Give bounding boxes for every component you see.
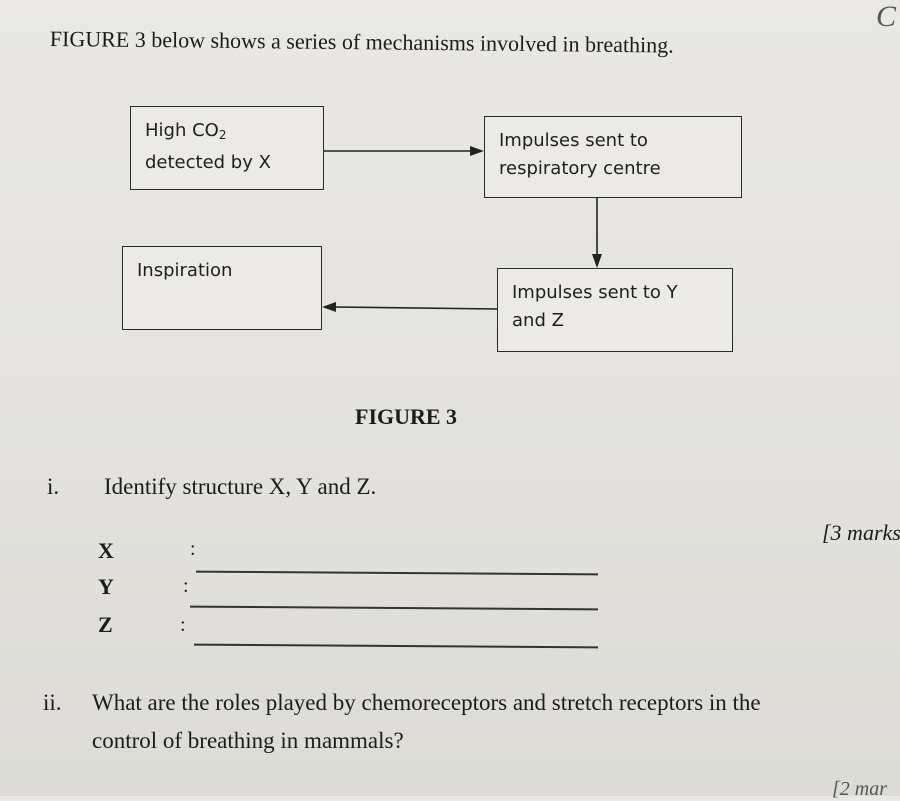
box-impulses-y-z-line2: and Z (512, 310, 564, 331)
arrow-head-down (592, 254, 602, 268)
answer-y-field[interactable] (189, 605, 599, 610)
question-i-text: Identify structure X, Y and Z. (104, 474, 377, 499)
arrow-to-inspiration (333, 306, 498, 310)
box-respiratory-centre-line1: Impulses sent to (499, 130, 648, 151)
question-ii-line2: control of breathing in mammals? (92, 728, 404, 753)
answer-x-colon: : (190, 538, 196, 560)
question-i-number: i. (47, 474, 60, 499)
corner-mark: C (875, 0, 896, 33)
box-inspiration-line1: Inspiration (137, 260, 233, 281)
answer-y-label: Y (98, 574, 114, 599)
box-high-co2-line2: detected by X (145, 152, 271, 173)
arrow-head-right (470, 146, 484, 156)
box-impulses-y-z-line1: Impulses sent to Y (512, 282, 678, 303)
question-ii-number: ii. (43, 690, 62, 715)
figure-caption: FIGURE 3 (355, 404, 458, 429)
box-respiratory-centre: Impulses sent to respiratory centre (484, 116, 742, 198)
answer-z-label: Z (98, 612, 113, 637)
box-respiratory-centre-line2: respiratory centre (499, 158, 661, 179)
answer-z-colon: : (180, 614, 186, 636)
arrow-head-left (322, 302, 336, 312)
arrow-connectors (322, 146, 602, 312)
answer-x-field[interactable] (195, 570, 599, 575)
answer-x-label: X (98, 538, 114, 563)
box-impulses-y-z: Impulses sent to Y and Z (497, 268, 733, 352)
box-inspiration: Inspiration (122, 246, 322, 330)
box-high-co2-line1: High CO2 (145, 120, 227, 142)
question-ii-marks: [2 mar (832, 778, 888, 800)
question-ii-line1: What are the roles played by chemorecept… (92, 690, 761, 715)
box-high-co2: High CO2 detected by X (130, 106, 324, 190)
question-i-marks: [3 marks (822, 520, 900, 545)
answer-y-colon: : (183, 575, 189, 597)
answer-z-field[interactable] (193, 643, 599, 648)
